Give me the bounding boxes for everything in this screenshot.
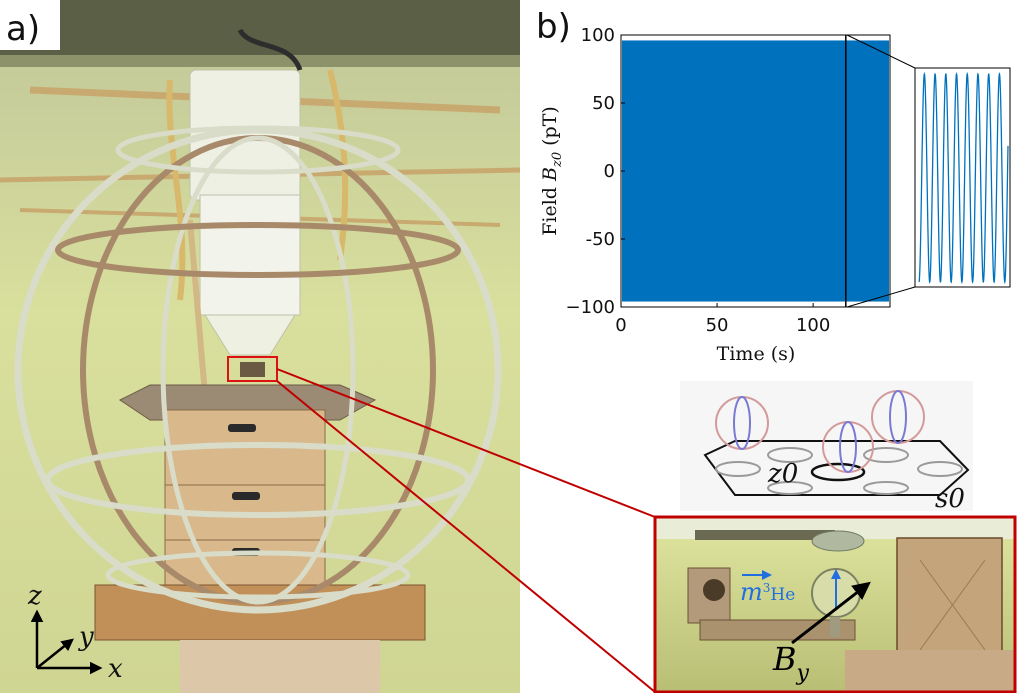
zoom-sine-wave [918,71,1009,285]
y-axis-title: Field Bz0 (pT) [539,106,565,236]
center-position-label: z0 [767,459,798,489]
field-label: By [772,640,810,686]
zoom-connector-bottom [276,380,656,693]
field-time-chart: 100 50 0 -50 −100 0 50 100 Time (s) Field Bz0 … [539,25,891,365]
center-sensor-slot [810,462,866,482]
x-ticks: 0 50 100 [615,303,830,336]
zoom-connector-upper [846,34,916,69]
y-tick-label: 50 [592,93,615,114]
coil-sphere [822,421,874,473]
sensor-slot [767,481,813,495]
x-tick-label: 50 [706,315,729,336]
zoom-connector-top [276,368,656,518]
sensor-plate [703,440,970,496]
sensor-slot [767,447,813,463]
sensor-schematic: z0 s0 [680,381,973,514]
x-tick-label: 100 [796,315,830,336]
y-tick-label: −100 [566,297,615,318]
sensor-slot [715,461,761,477]
field-arrow [791,581,871,645]
x-tick-label: 0 [615,315,626,336]
panel-a-label: a) [6,9,40,49]
z-axis-label: z [27,581,42,611]
cell-closeup-photo: m3He By [653,515,1017,693]
y-tick-label: 100 [581,25,615,46]
coordinate-axes: z y x [27,581,123,684]
zoom-connector-lower [846,286,916,308]
inset-frame [653,515,1017,693]
corner-position-label: s0 [935,484,965,514]
sensor-slot [863,481,909,495]
y-axis-label: y [78,622,94,652]
signal-band [622,40,889,302]
sensor-slot [863,447,909,463]
y-tick-label: -50 [586,229,615,250]
x-axis-label: x [108,654,123,684]
panel-b-label: b) [536,7,571,47]
panel-a-label-bg [0,0,60,50]
zoom-inset [846,34,1011,308]
y-tick-label: 0 [604,161,615,182]
coil-sphere [871,390,925,444]
magnetization-label: m3He [740,578,795,606]
coil-sphere [715,396,769,450]
x-axis-title: Time (s) [717,343,796,365]
sensor-slot [917,461,963,477]
y-ticks: 100 50 0 -50 −100 [566,25,625,318]
apparatus-photo [0,0,521,693]
